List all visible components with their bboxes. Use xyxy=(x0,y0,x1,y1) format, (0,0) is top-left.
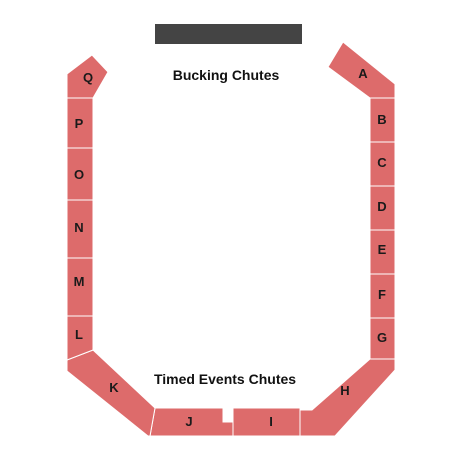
section-e[interactable] xyxy=(369,229,396,275)
section-p[interactable] xyxy=(66,97,94,149)
section-d[interactable] xyxy=(369,185,396,231)
section-o[interactable] xyxy=(66,147,94,201)
timed-events-chutes-label: Timed Events Chutes xyxy=(154,371,296,387)
section-m[interactable] xyxy=(66,257,94,317)
section-n[interactable] xyxy=(66,199,94,259)
section-b[interactable] xyxy=(369,97,396,143)
stage-block xyxy=(155,24,302,44)
section-q[interactable] xyxy=(66,54,109,99)
section-g[interactable] xyxy=(369,317,396,360)
bucking-chutes-label: Bucking Chutes xyxy=(173,67,280,83)
section-h[interactable] xyxy=(299,358,396,437)
section-f[interactable] xyxy=(369,273,396,319)
section-c[interactable] xyxy=(369,141,396,187)
section-i[interactable] xyxy=(232,407,301,437)
section-k[interactable] xyxy=(66,349,156,437)
section-a[interactable] xyxy=(327,41,396,99)
section-j[interactable] xyxy=(149,407,234,437)
